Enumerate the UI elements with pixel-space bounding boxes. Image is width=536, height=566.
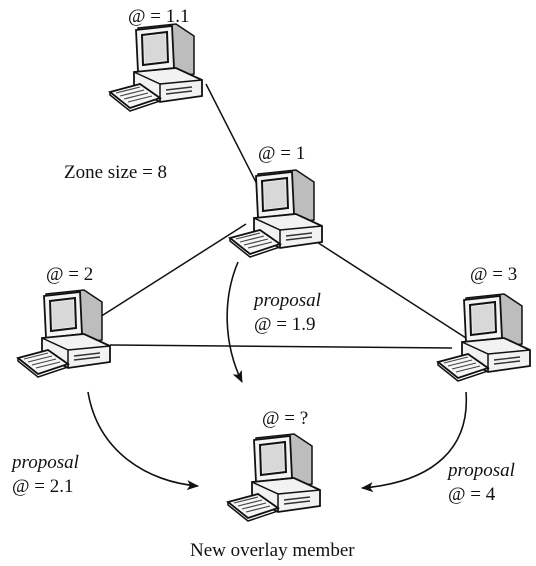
new-member-caption: New overlay member — [190, 540, 355, 561]
proposal-arrows — [87, 261, 468, 493]
arrow-proposal-from-1 — [226, 261, 243, 383]
computer-icon-node-2 — [17, 289, 111, 378]
node-address-2: @ = 2 — [46, 264, 94, 285]
node-address-1: @ = 1 — [258, 143, 306, 164]
computer-icon-node-1 — [229, 169, 323, 258]
computer-icon-new-member — [227, 433, 321, 522]
arrow-proposal-from-3 — [361, 391, 468, 493]
link-1-to-3 — [291, 225, 467, 339]
zone-size-label: Zone size = 8 — [64, 162, 168, 183]
node-address-new: @ = ? — [262, 408, 309, 429]
link-1.1-to-1 — [205, 83, 263, 195]
proposal-label-from-2: proposal — [12, 452, 79, 473]
proposal-label-from-1: proposal — [254, 290, 321, 311]
proposal-value-from-3: @ = 4 — [448, 484, 496, 505]
node-address-1.1: @ = 1.1 — [128, 6, 190, 27]
computer-icon-node-3 — [437, 293, 531, 382]
computer-icon-node-1.1 — [109, 23, 203, 112]
node-address-3: @ = 3 — [470, 264, 518, 285]
proposal-value-from-2: @ = 2.1 — [12, 476, 74, 497]
proposal-value-from-1: @ = 1.9 — [254, 314, 316, 335]
arrow-proposal-from-2 — [87, 391, 199, 491]
proposal-label-from-3: proposal — [448, 460, 515, 481]
link-2-to-3 — [109, 344, 453, 349]
